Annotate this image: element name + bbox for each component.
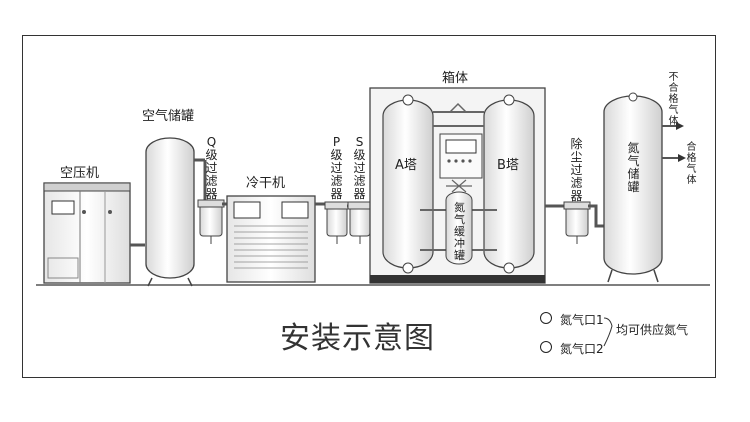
- tower-b: [483, 99, 535, 269]
- label-compressor: 空压机: [60, 166, 100, 181]
- label-tower-a: A塔: [395, 158, 417, 173]
- label-tower-b: B塔: [497, 158, 519, 173]
- label-dust-filter: 除尘过滤器: [570, 137, 583, 203]
- air-compressor: [43, 182, 131, 284]
- generator-cabinet: [369, 87, 546, 284]
- diagram-title: 安装示意图: [280, 321, 435, 356]
- outlet-2-label: 氮气口2: [560, 342, 604, 356]
- label-air-tank: 空气储罐: [142, 109, 195, 124]
- label-cabinet: 箱体: [442, 71, 469, 86]
- dust-filter: [563, 201, 604, 244]
- label-unqualified-gas: 不合格气体: [668, 72, 679, 127]
- label-s-filter: S级过滤器: [353, 135, 366, 201]
- supply-note: 均可供应氮气: [616, 323, 689, 337]
- label-nitrogen-tank: 氮气储罐: [627, 141, 640, 194]
- tower-a: [382, 99, 434, 269]
- label-qualified-gas: 合格气体: [686, 142, 697, 186]
- label-buffer-tank: 氮气缓冲罐: [454, 201, 465, 262]
- p-filter: [324, 201, 350, 244]
- outlet-1-label: 氮气口1: [560, 313, 604, 327]
- diagram-frame: [22, 35, 716, 378]
- refrigerated-dryer: [226, 195, 328, 283]
- label-dryer: 冷干机: [246, 176, 286, 191]
- outlet-1-icon: [540, 312, 552, 324]
- air-storage-tank: [145, 137, 207, 287]
- nitrogen-storage-tank: [603, 92, 686, 283]
- outlet-2-icon: [540, 341, 552, 353]
- label-q-filter: Q级过滤器: [205, 135, 218, 201]
- label-p-filter: P级过滤器: [330, 135, 343, 201]
- buffer-tank: [445, 191, 473, 265]
